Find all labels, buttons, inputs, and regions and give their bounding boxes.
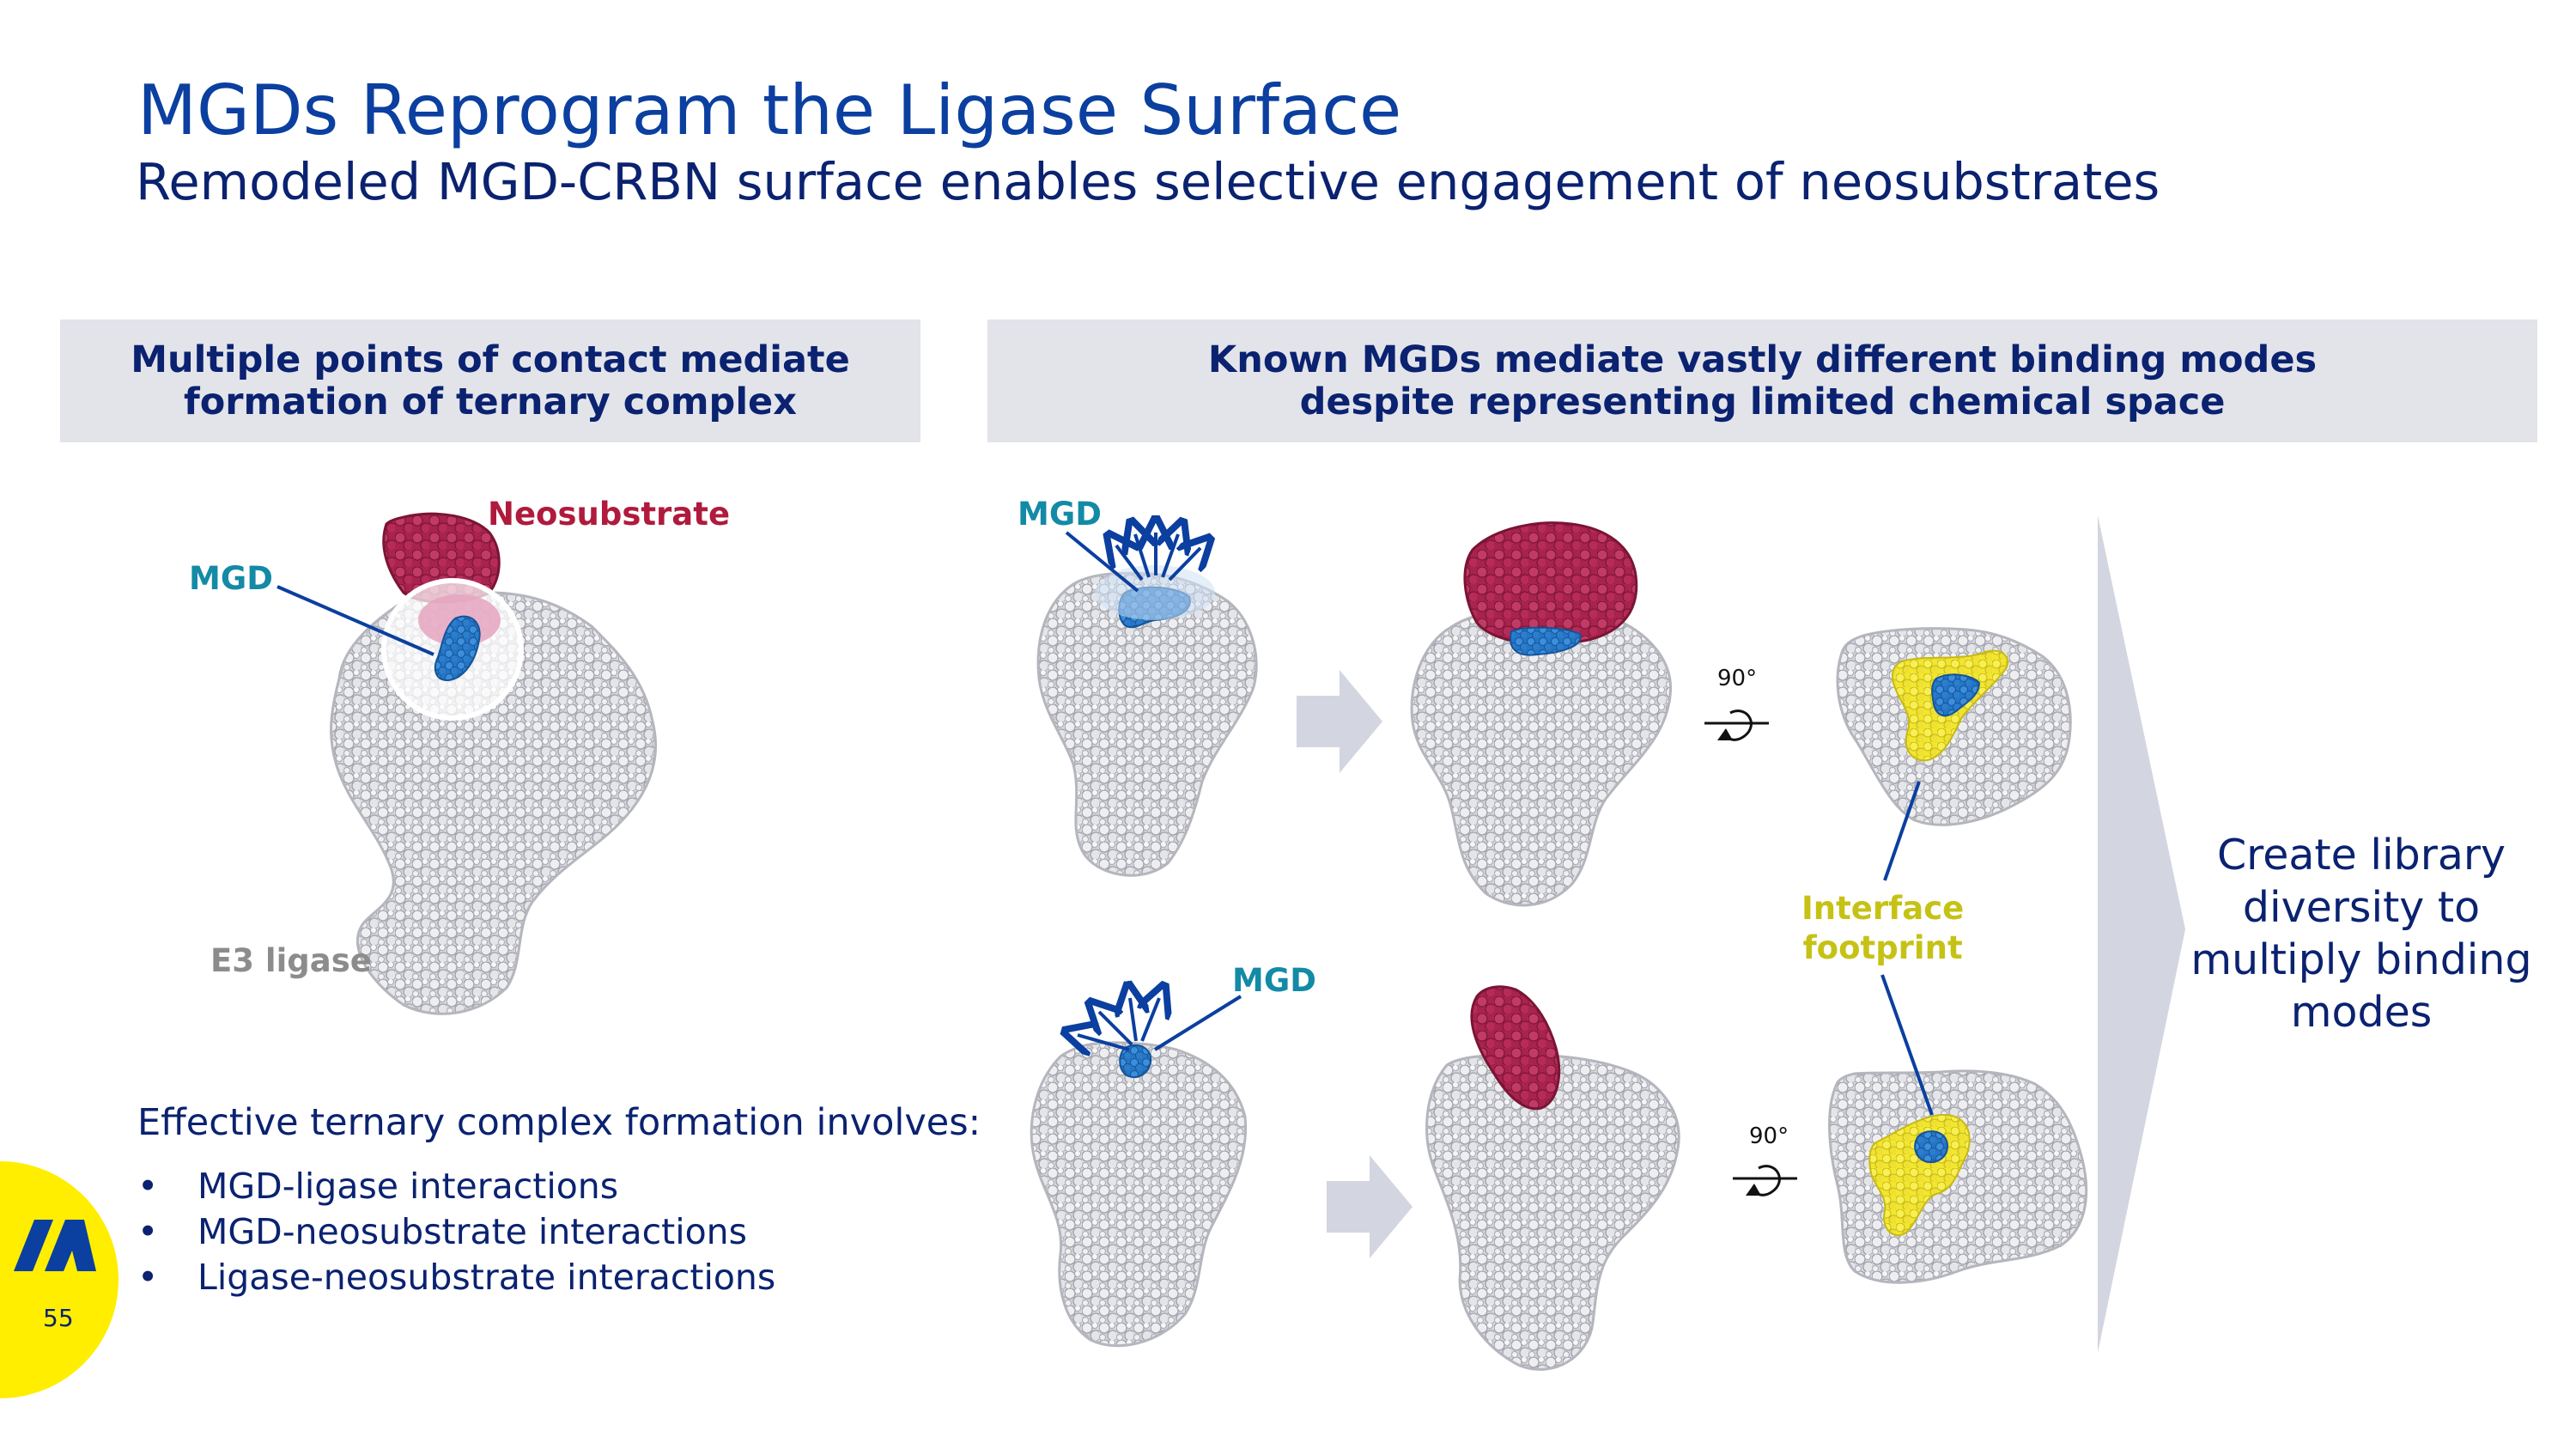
left-panel-header: Multiple points of contact mediate forma… [60,320,920,442]
bullet-dot: • [137,1257,159,1298]
label-mgd-bottom: MGD [1232,962,1316,999]
right-header-line2: despite representing limited chemical sp… [1299,380,2226,423]
interface-pointer-top [1883,781,1921,881]
bottom-mgd-rotated [1914,1130,1949,1163]
bullet-text: MGD-neosubstrate interactions [197,1211,748,1252]
interface-pointer-bottom [1880,974,1934,1116]
bottom-ligase-2 [1425,1053,1680,1371]
bottom-mgd-vector-arrows [1078,998,1159,1050]
logo-mark-left [14,1220,53,1271]
bottom-rotation-icon [1733,1165,1797,1196]
right-header-line1: Known MGDs mediate vastly different bind… [1207,338,2318,381]
top-mgd-vector-arrows [1116,533,1200,581]
bullet-text: MGD-ligase interactions [197,1166,619,1207]
conclusion-chevron [2098,515,2185,1353]
top-mgd-2 [1510,626,1582,656]
label-neosubstrate: Neosubstrate [488,496,731,533]
conclusion-text: Create library diversity to multiply bin… [2190,831,2532,1037]
interface-line1: Interface [1801,890,1965,927]
effective-formation-text: Effective ternary complex formation invo… [137,1101,981,1144]
top-process-arrow [1297,670,1382,773]
bottom-ligase-rotated [1828,1069,2088,1284]
bottom-process-arrow [1327,1155,1413,1258]
rotation-label-top: 90° [1717,666,1758,691]
bullet-text: Ligase-neosubstrate interactions [197,1257,776,1298]
bottom-ligase-1 [1030,1041,1248,1348]
right-panel-header: Known MGDs mediate vastly different bind… [987,320,2537,442]
label-interface-footprint: Interface footprint [1801,889,1964,968]
bullet-dot: • [137,1166,159,1207]
label-mgd-left: MGD [189,560,273,597]
page-number: 55 [43,1304,74,1332]
left-mgd [434,615,481,682]
page-subtitle: Remodeled MGD-CRBN surface enables selec… [136,152,2160,211]
logo-yellow-disc [0,1161,118,1398]
left-header-line2: formation of ternary complex [184,380,797,423]
company-logo [0,1161,118,1398]
bullet-item: • Ligase-neosubstrate interactions [137,1255,775,1300]
page-title: MGDs Reprogram the Ligase Surface [137,70,1402,150]
interaction-bullet-list: • MGD-ligase interactions • MGD-neosubstra… [137,1164,775,1300]
bottom-mgd-1 [1119,1044,1152,1078]
left-ternary-complex [276,512,658,1015]
bullet-item: • MGD-neosubstrate interactions [137,1209,775,1255]
left-mgd-pointer [276,585,434,656]
label-mgd-top: MGD [1018,496,1102,533]
bullet-item: • MGD-ligase interactions [137,1164,775,1209]
top-mgd-rotated [1931,673,1981,717]
top-row-figures [1036,521,2072,907]
top-rotation-icon [1704,709,1769,741]
bottom-row-figures [1030,985,2088,1371]
left-header-line1: Multiple points of contact mediate [131,338,850,381]
left-neosubstrate [382,512,501,604]
bottom-neosubstrate-2 [1470,985,1561,1111]
interface-line2: footprint [1802,929,1963,966]
bottom-mgd-pointer [1153,995,1242,1051]
label-e3-ligase: E3 ligase [210,942,372,979]
top-mgd-pointer [1065,531,1139,593]
top-neosubstrate-2 [1463,521,1638,646]
rotation-label-bottom: 90° [1749,1123,1789,1149]
bullet-dot: • [137,1211,159,1252]
logo-mark-right [45,1220,96,1271]
